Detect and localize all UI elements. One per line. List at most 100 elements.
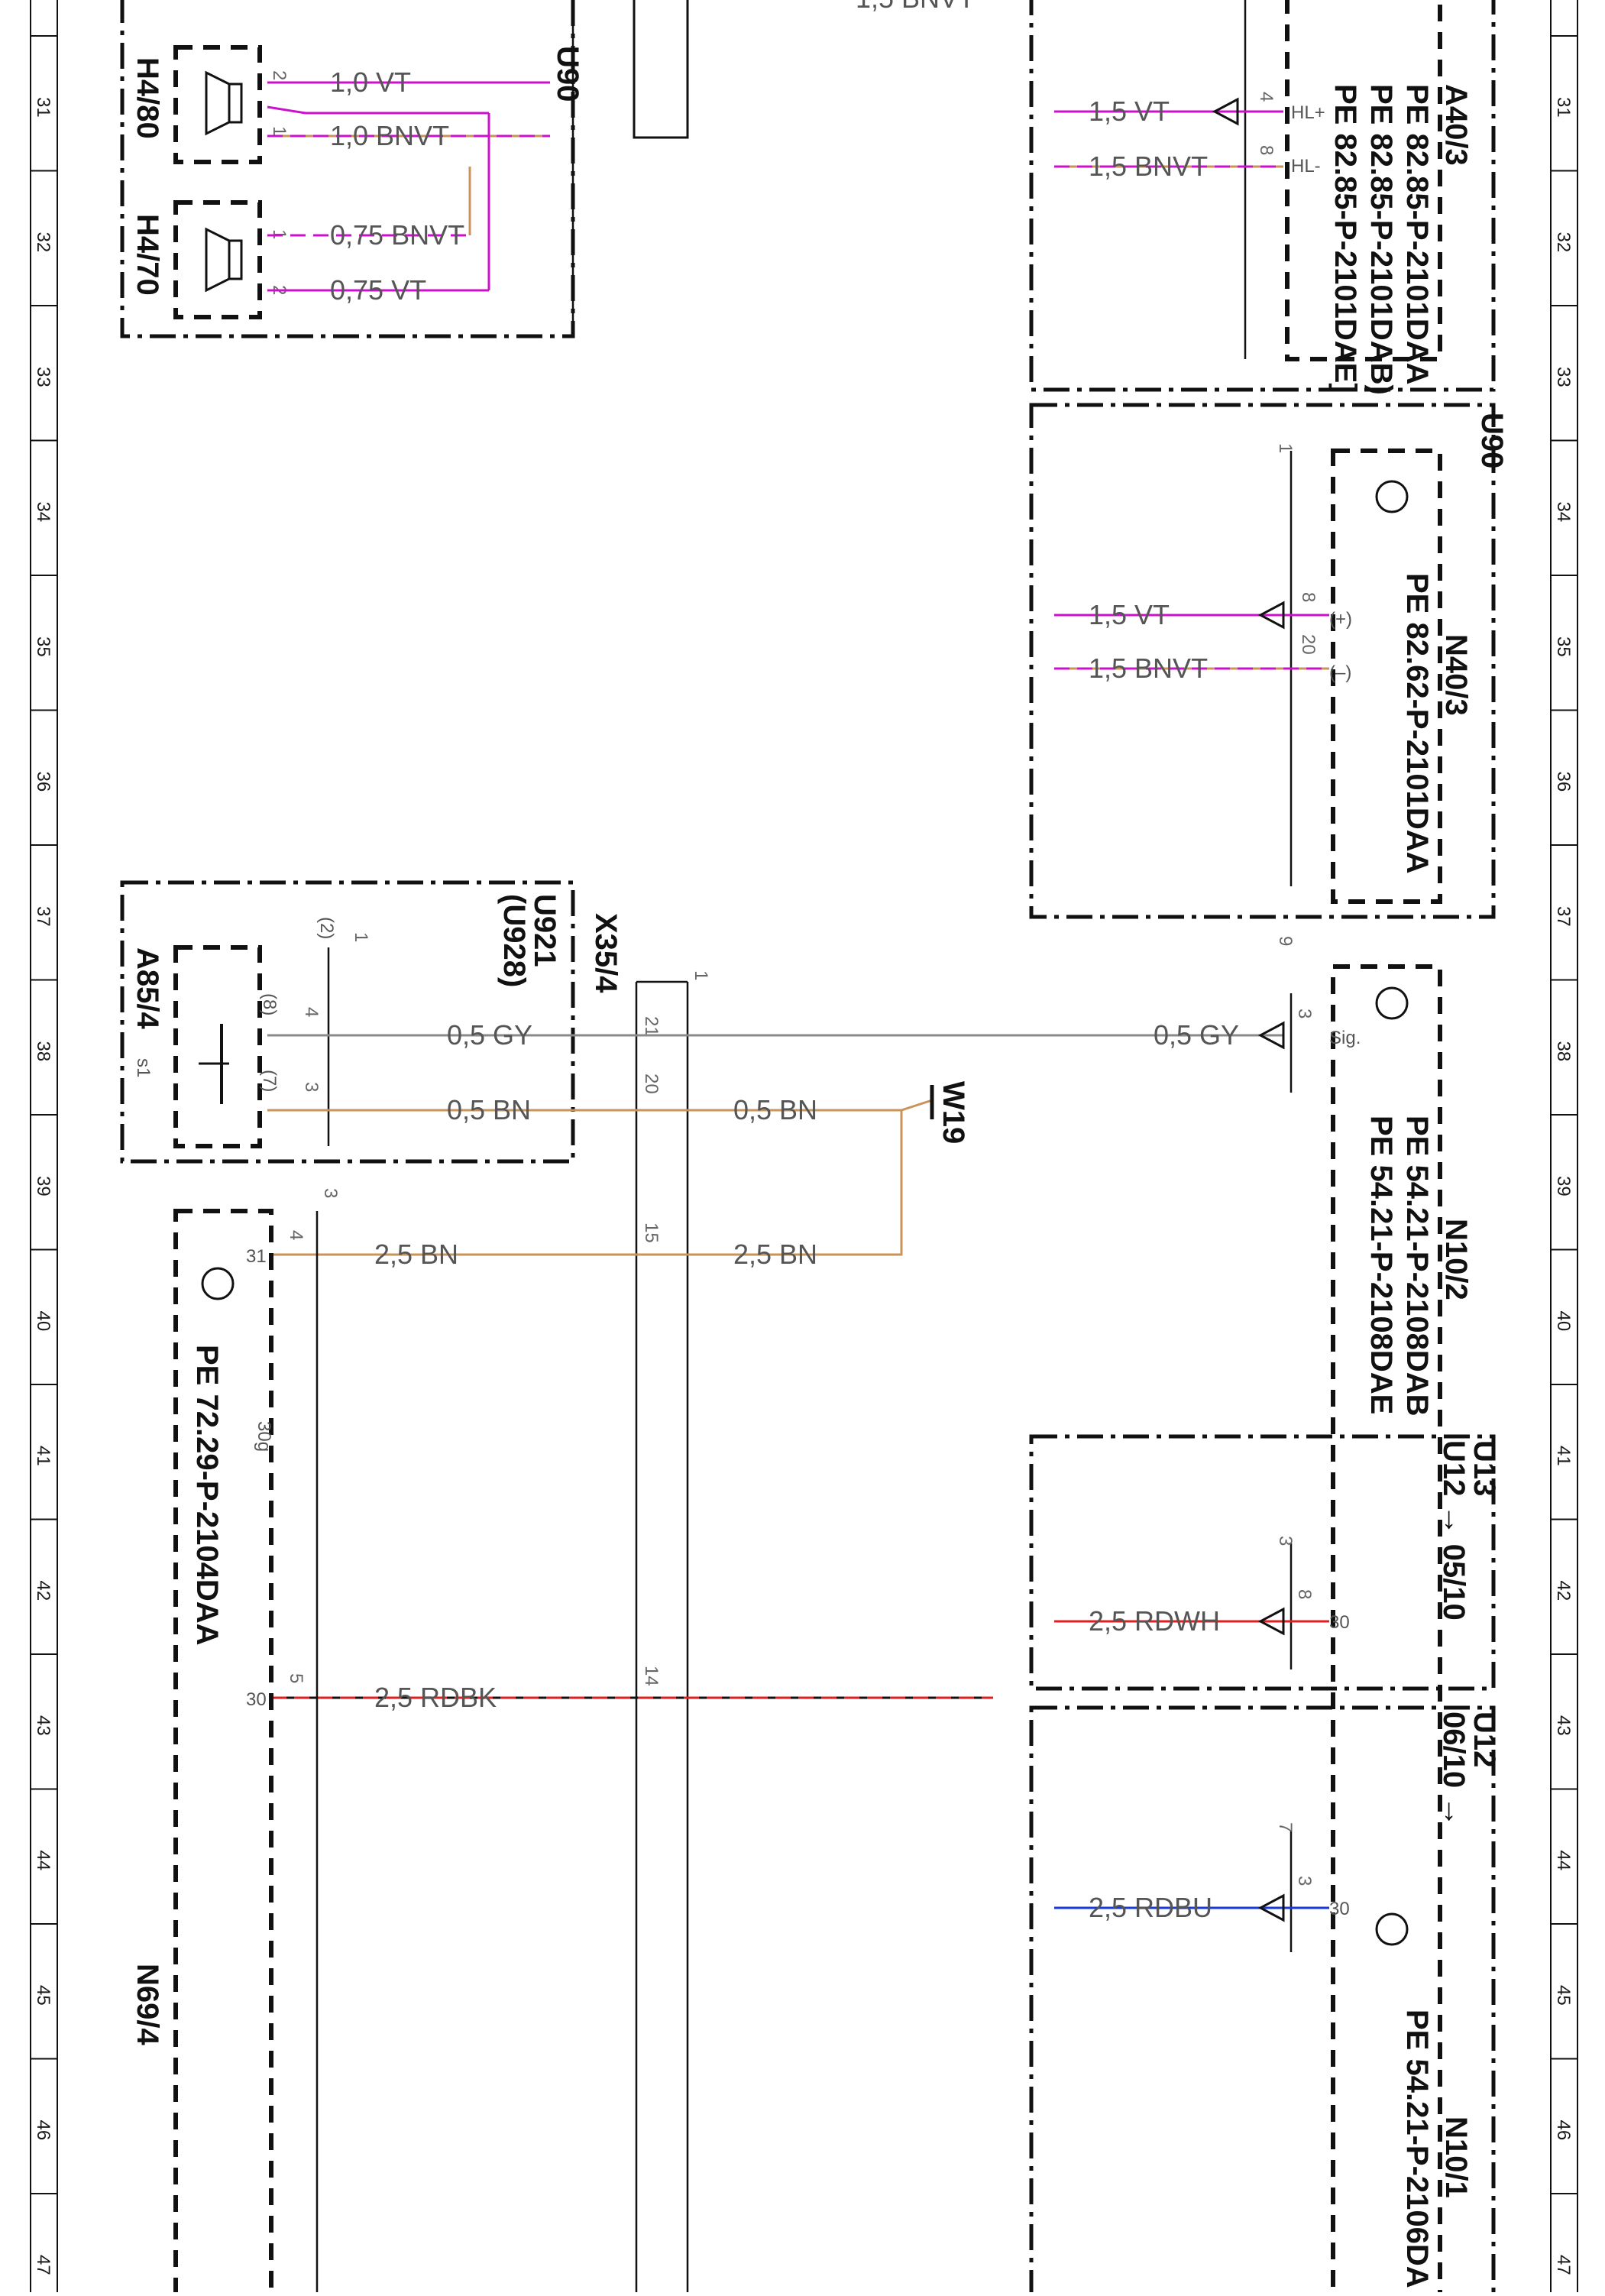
grid-number: 36 <box>1553 772 1574 792</box>
grid-number: 33 <box>33 367 53 387</box>
connector-label: Sig. <box>1329 1028 1361 1048</box>
grid-number: 40 <box>1553 1311 1574 1332</box>
grid-frame <box>30 0 1578 2292</box>
ground-icon <box>1375 1912 1409 1946</box>
connector-label: 30g <box>254 1421 274 1452</box>
u12-box <box>1029 1705 1496 2296</box>
grid-number: 31 <box>33 97 53 118</box>
grid-number: 43 <box>1553 1715 1574 1736</box>
h4-70-box <box>173 200 262 319</box>
u921-label: U921 <box>528 894 561 967</box>
n69-4-module: N69/4 PE 72.29-P-2104DAA 3 4 5 31 30 30g <box>131 1188 341 2296</box>
connector-label: 31 <box>246 1246 267 1267</box>
pin-number: 14 <box>641 1666 662 1686</box>
u90-label: U90 <box>1475 413 1509 468</box>
grid-number: 38 <box>33 1041 53 1062</box>
connector-block-top <box>633 0 689 139</box>
pin-number: 1 <box>269 126 290 136</box>
pin-number: 9 <box>1275 936 1296 946</box>
x35-4-connector: X35/4 1 21 20 15 14 <box>589 913 711 2292</box>
n10-2-label: N10/2 <box>1439 1219 1473 1300</box>
n69-4-pe: PE 72.29-P-2104DAA <box>190 1345 224 1646</box>
n10-1-label: N10/1 <box>1439 2116 1473 2198</box>
wire-label: 2,5 RDWH <box>1089 1605 1220 1637</box>
grid-number: 44 <box>1553 1851 1574 1871</box>
pin-number: 4 <box>286 1230 306 1240</box>
pin-number: 4 <box>1256 92 1277 102</box>
grid-number: 34 <box>33 502 53 523</box>
connector-label: 30 <box>1329 1899 1350 1919</box>
speaker-icon <box>205 227 243 293</box>
wire-label: 1,5 BNVT <box>856 0 975 14</box>
n10-2-box <box>1331 964 1442 2296</box>
x35-4-label: X35/4 <box>589 913 623 993</box>
a40-3-inner-box <box>1285 0 1442 361</box>
n10-1-pe: PE 54.21-P-2106DA <box>1400 2009 1434 2288</box>
u12-label: U12 <box>1467 1711 1501 1767</box>
wire-label: 1,5 BNVT <box>1089 151 1208 182</box>
n10-2-module: N10/2 PE 54.21-P-2108DAB PE 54.21-P-2108… <box>1275 936 1473 2296</box>
wire-label: 1,0 VT <box>330 66 411 98</box>
grid-number: 36 <box>33 772 53 792</box>
pin-number: 7 <box>1275 1822 1296 1832</box>
pin-number: 3 <box>1294 1876 1315 1886</box>
pin-number: 3 <box>1275 1536 1296 1546</box>
grid-number: 44 <box>33 1851 53 1871</box>
pin-number: 3 <box>320 1188 341 1198</box>
grid-number: 32 <box>1553 232 1574 253</box>
n10-2-pe-2: PE 54.21-P-2108DAE <box>1364 1116 1398 1414</box>
pin-number: 2 <box>269 70 290 80</box>
grid-number: 46 <box>33 2120 53 2141</box>
u90-top-label: U90 <box>551 46 584 102</box>
a40-3-pe-3: PE 82.85-P-2101DAE] <box>1328 84 1362 393</box>
grid-number: 42 <box>33 1581 53 1601</box>
n40-3-box <box>1331 449 1442 904</box>
u928-label: (U928) <box>497 894 531 987</box>
grid-number: 47 <box>33 2255 53 2275</box>
grid-number: 40 <box>33 1311 53 1332</box>
wire-bn <box>267 1099 933 1112</box>
switch-icon <box>199 1024 229 1104</box>
wire-label: 1,5 VT <box>1089 96 1170 127</box>
pin-number: 3 <box>1294 1009 1315 1018</box>
u90-box <box>1029 403 1496 919</box>
n40-3-module: U90 N40/3 PE 82.62-P-2101DAA 1 8 20 (+) … <box>1029 403 1509 919</box>
pin-number: 4 <box>301 1007 322 1017</box>
n69-4-box <box>173 1209 273 2296</box>
wire-label: 0,75 BNVT <box>330 219 464 251</box>
wire-label: 0,75 VT <box>330 274 426 306</box>
a40-3-pe-1: PE 82.85-P-2101DAA <box>1400 84 1434 385</box>
wire-label: 2,5 BN <box>374 1239 458 1270</box>
h4-70-label: H4/70 <box>131 214 164 296</box>
grid-number: 35 <box>33 636 53 657</box>
wire-label: 1,5 BNVT <box>1089 653 1208 684</box>
a85-4-box <box>173 945 262 1148</box>
grid-number: 45 <box>33 1985 53 2006</box>
connector-label: (–) <box>1329 662 1351 683</box>
grid-number: 37 <box>33 906 53 927</box>
grid-number: 39 <box>1553 1176 1574 1197</box>
grid-number: 41 <box>1553 1446 1574 1466</box>
a40-3-box <box>1029 0 1496 392</box>
u13-box <box>1029 1434 1496 1691</box>
wire-label: 0,5 GY <box>447 1019 532 1051</box>
n40-3-pe: PE 82.62-P-2101DAA <box>1400 573 1434 874</box>
ground-icon <box>201 1267 235 1300</box>
pin-number: 21 <box>641 1016 662 1037</box>
u921-box <box>120 880 575 1164</box>
h4-80-box <box>173 45 262 164</box>
pin-number: 3 <box>301 1082 322 1092</box>
grid-number: 46 <box>1553 2120 1574 2141</box>
pin-number: 1 <box>1275 443 1296 453</box>
grid-number: 47 <box>1553 2255 1574 2275</box>
wire-label: 0,5 GY <box>1154 1019 1239 1051</box>
ground-icon <box>1375 986 1409 1020</box>
a40-3-module: A40/3 PE 82.85-P-2101DAA PE 82.85-P-2101… <box>1029 0 1496 395</box>
grid-number: 43 <box>33 1715 53 1736</box>
wire-label: 1,0 BNVT <box>330 120 449 151</box>
pin-number: (2) <box>316 917 337 939</box>
n69-4-label: N69/4 <box>131 1964 164 2045</box>
